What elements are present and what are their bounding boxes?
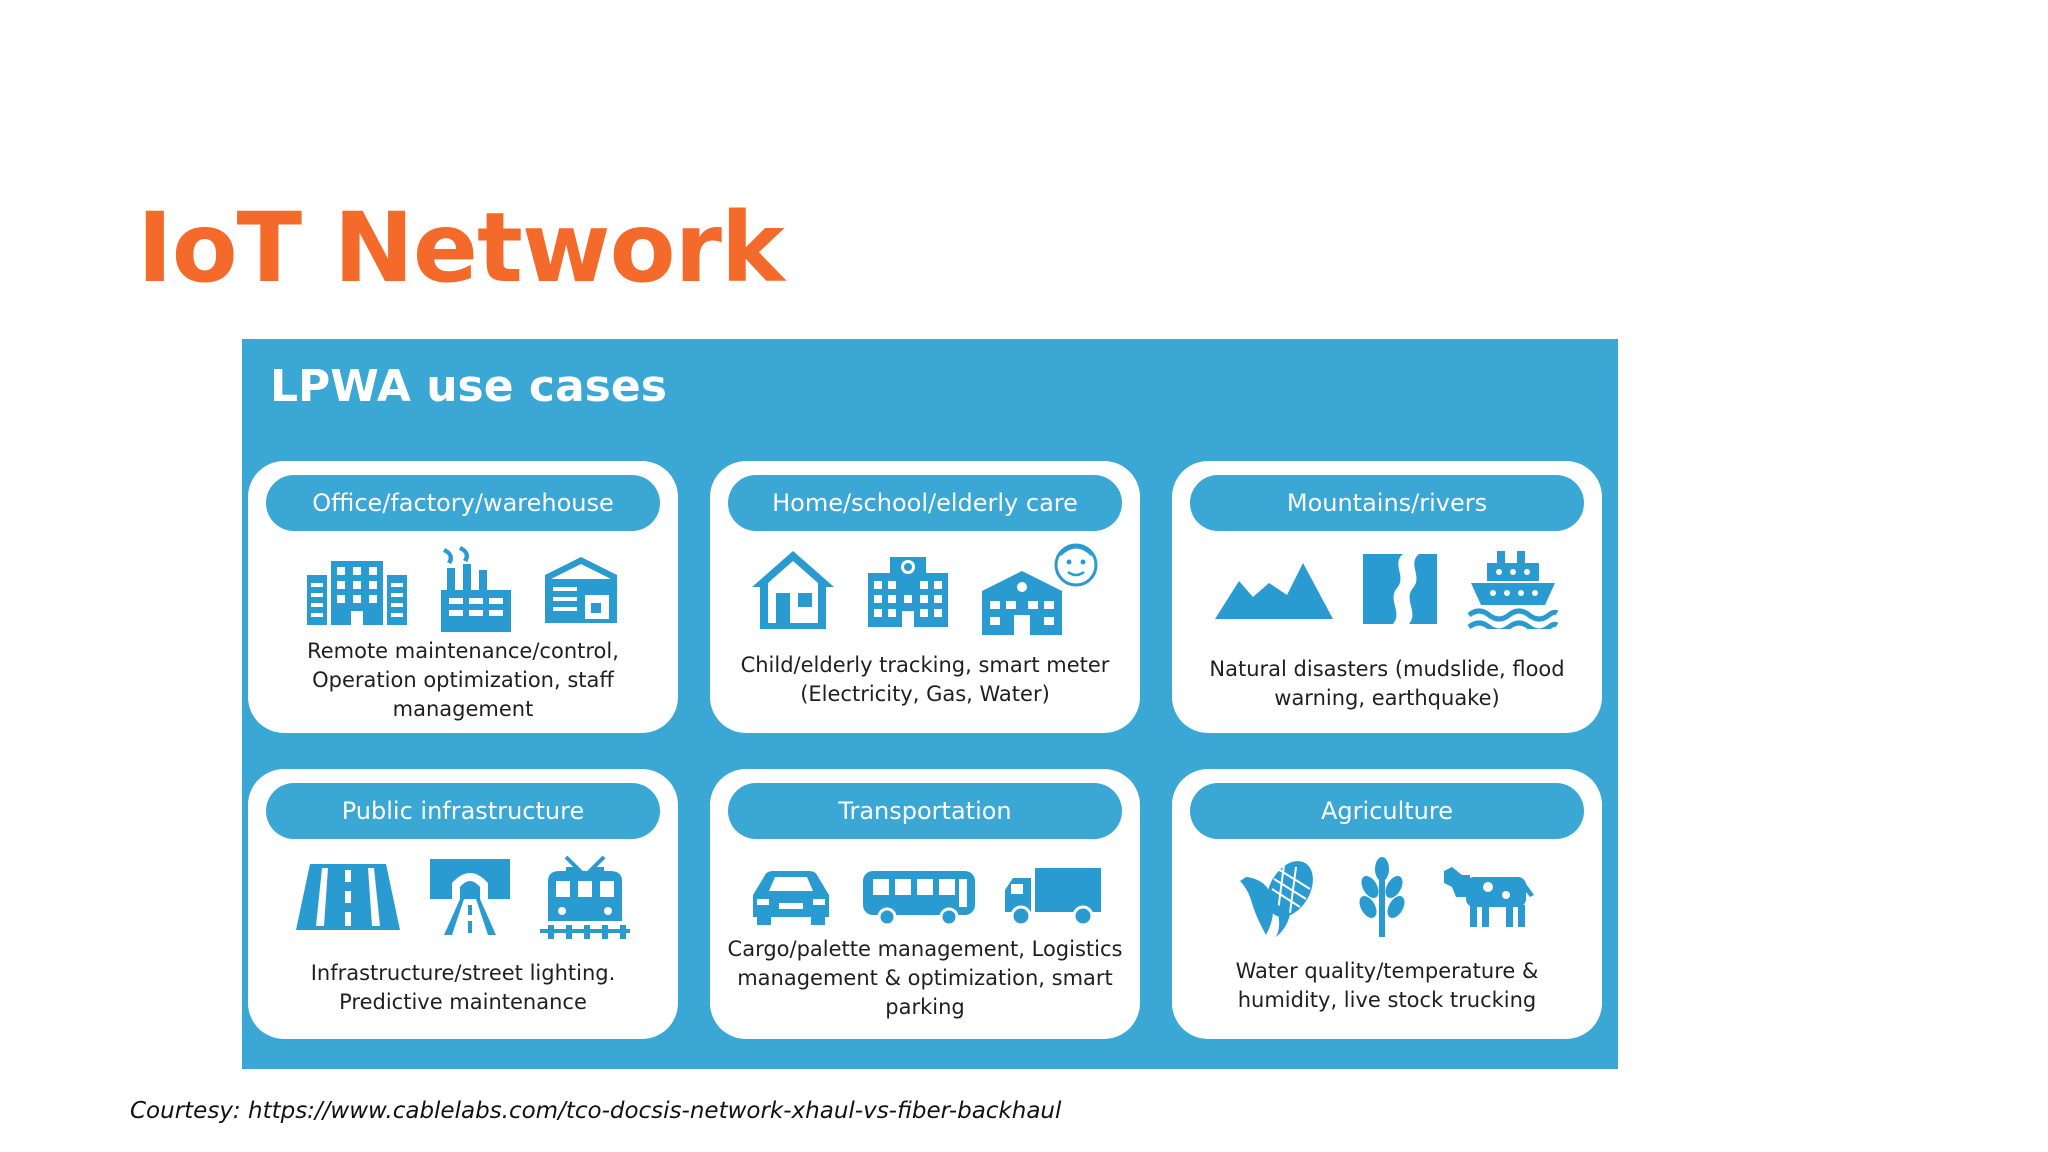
- mountains-icon: [1215, 563, 1333, 619]
- card-icons: [1172, 541, 1602, 637]
- card-icons: [248, 849, 678, 945]
- tram-icon: [540, 855, 630, 939]
- car-icon: [753, 871, 829, 925]
- card-transportation: Transportation: [710, 769, 1140, 1039]
- card-header: Transportation: [728, 783, 1122, 839]
- cow-icon: [1444, 867, 1534, 927]
- river-icon: [1363, 554, 1437, 624]
- card-description: Infrastructure/street lighting. Predicti…: [310, 961, 616, 1014]
- card-icons: [248, 541, 678, 637]
- card-header: Agriculture: [1190, 783, 1584, 839]
- school-building-icon: [868, 557, 948, 627]
- card-description: Child/elderly tracking, smart meter (Ele…: [740, 653, 1110, 706]
- card-mountains-rivers: Mountains/rivers: [1172, 461, 1602, 733]
- card-agriculture: Agriculture: [1172, 769, 1602, 1039]
- card-home-school-elderly-care: Home/school/elderly care: [710, 461, 1140, 733]
- card-header: Home/school/elderly care: [728, 475, 1122, 531]
- ship-icon: [1467, 551, 1559, 629]
- house-icon: [752, 551, 834, 629]
- tunnel-icon: [430, 859, 510, 935]
- wheat-icon: [1359, 857, 1405, 937]
- card-description: Natural disasters (mudslide, flood warni…: [1209, 657, 1565, 710]
- warehouse-icon: [545, 557, 617, 623]
- road-icon: [296, 864, 400, 930]
- card-icons: [710, 849, 1140, 945]
- card-office-factory-warehouse: Office/factory/warehouse: [248, 461, 678, 733]
- factory-icon: [441, 546, 511, 632]
- corn-icon: [1240, 861, 1313, 937]
- truck-icon: [1005, 868, 1101, 926]
- card-description: Cargo/palette management, Logistics mana…: [727, 937, 1123, 1019]
- slide-title: IoT Network: [137, 192, 785, 304]
- bus-icon: [863, 871, 975, 925]
- figure-title: LPWA use cases: [270, 361, 667, 412]
- card-icons: [710, 541, 1140, 637]
- lpwa-use-cases-figure: LPWA use cases Office/factory/warehouse: [242, 339, 1618, 1069]
- card-description: Remote maintenance/control, Operation op…: [307, 639, 619, 721]
- card-header: Public infrastructure: [266, 783, 660, 839]
- card-public-infrastructure: Public infrastructure: [248, 769, 678, 1039]
- card-header: Mountains/rivers: [1190, 475, 1584, 531]
- card-header: Office/factory/warehouse: [266, 475, 660, 531]
- card-icons: [1172, 849, 1602, 945]
- card-description: Water quality/temperature & humidity, li…: [1235, 959, 1539, 1012]
- courtesy-citation: Courtesy: https://www.cablelabs.com/tco-…: [130, 1098, 1062, 1124]
- office-building-icon: [307, 561, 407, 625]
- elderly-care-home-icon: [982, 543, 1098, 635]
